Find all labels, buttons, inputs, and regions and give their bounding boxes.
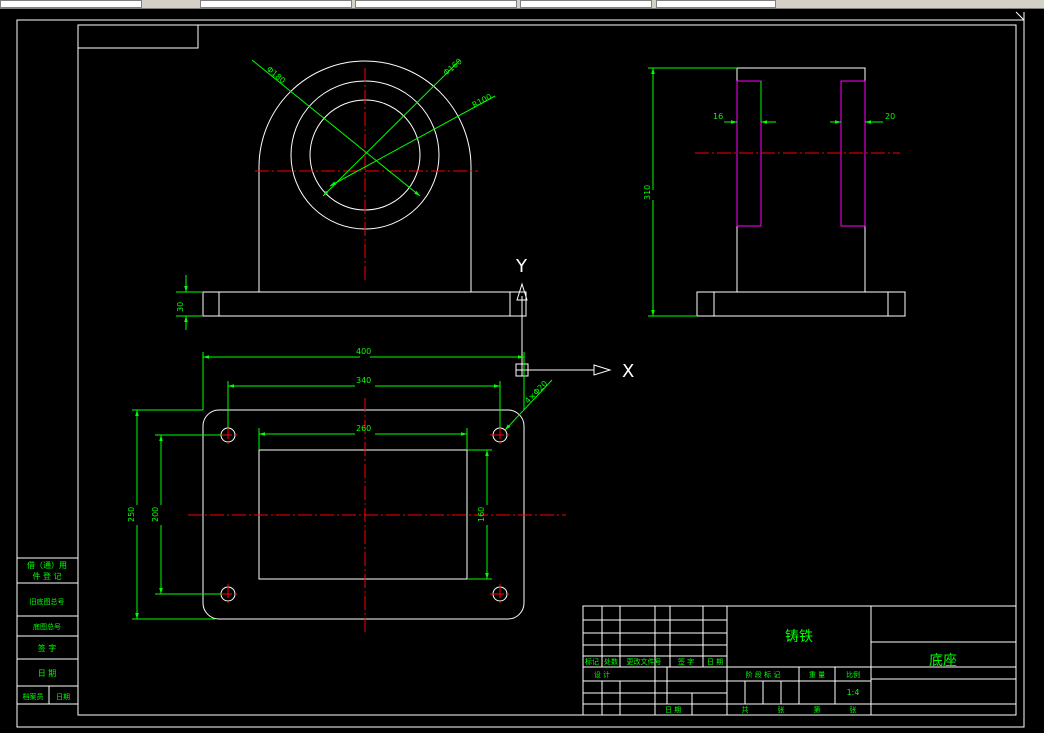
rev-header-docno: 更改文件号 bbox=[627, 657, 662, 666]
sheet-label: 第 bbox=[814, 705, 821, 714]
dim-width-total: 400 bbox=[356, 347, 371, 356]
left-row-5: 签 字 bbox=[38, 643, 57, 653]
top-dimension-lines bbox=[132, 352, 553, 620]
side-dimension-lines bbox=[648, 67, 883, 317]
left-row-1: 借（通）用 bbox=[27, 560, 67, 570]
front-base-plate bbox=[202, 291, 527, 317]
title-block: 铸铁 底座 标记 处数 更改文件号 签 字 日 期 设 计 阶 段 标 记 重 … bbox=[582, 605, 1017, 716]
dim-holes: 4×Φ20 bbox=[523, 379, 549, 405]
top-centerlines bbox=[188, 398, 566, 635]
dim-hole-vertical: 200 bbox=[151, 507, 160, 522]
left-record-table: 借（通）用 件 登 记 旧底图总号 底图总号 签 字 日 期 档案员 日期 bbox=[16, 557, 79, 705]
rev-header-count: 处数 bbox=[604, 657, 618, 666]
axis-y-label: Y bbox=[515, 256, 528, 277]
sheet-unit: 张 bbox=[778, 705, 785, 714]
front-view: Φ180 Φ160 R100 30 bbox=[176, 57, 527, 330]
side-base-plate bbox=[696, 291, 906, 317]
front-centerlines bbox=[255, 68, 478, 280]
ucs-axis-icon bbox=[515, 282, 612, 377]
dim-base-height: 30 bbox=[176, 302, 185, 312]
left-row-4: 底图总号 bbox=[33, 622, 61, 631]
dim-hole-spacing: 340 bbox=[356, 376, 371, 385]
weight-label: 重 量 bbox=[809, 671, 825, 679]
cad-drawing-canvas[interactable]: Φ180 Φ160 R100 30 310 16 2 bbox=[0, 9, 1044, 733]
side-body-outline bbox=[736, 67, 866, 293]
stage-label: 阶 段 标 记 bbox=[746, 670, 781, 679]
side-view: 310 16 20 bbox=[643, 67, 906, 317]
dim-r-arc: R100 bbox=[471, 92, 494, 110]
top-view: 400 340 260 250 200 160 4×Φ20 bbox=[127, 347, 566, 635]
title-part-name: 底座 bbox=[929, 653, 957, 669]
left-row-3: 旧底图总号 bbox=[30, 597, 65, 606]
dim-window-height: 160 bbox=[477, 507, 486, 522]
design-label: 设 计 bbox=[594, 670, 610, 679]
rev-header-mark: 标记 bbox=[585, 657, 599, 666]
dim-phi-mid: Φ160 bbox=[442, 57, 464, 78]
toolbar-field-3[interactable] bbox=[355, 0, 517, 8]
sheet-unit-2: 张 bbox=[850, 705, 857, 714]
rev-header-sign: 签 字 bbox=[678, 657, 694, 666]
dim-slot-right: 20 bbox=[885, 112, 895, 121]
dim-side-height: 310 bbox=[643, 185, 652, 200]
left-row-8: 日期 bbox=[56, 693, 70, 701]
left-row-7: 档案员 bbox=[23, 692, 44, 701]
total-label: 共 bbox=[742, 705, 749, 714]
dim-height-total: 250 bbox=[127, 507, 136, 522]
toolbar-field-1[interactable] bbox=[0, 0, 142, 8]
scale-label: 比例 bbox=[846, 670, 860, 679]
toolbar-field-5[interactable] bbox=[656, 0, 776, 8]
dim-slot-left: 16 bbox=[713, 112, 723, 121]
sheet-frame bbox=[16, 11, 1025, 728]
dim-window-width: 260 bbox=[356, 424, 371, 433]
toolbar-field-4[interactable] bbox=[520, 0, 652, 8]
dim-phi-outer: Φ180 bbox=[265, 65, 287, 86]
front-body-outline bbox=[258, 60, 472, 292]
date-label: 日 期 bbox=[665, 706, 681, 714]
toolbar-field-2[interactable] bbox=[200, 0, 352, 8]
left-row-2: 件 登 记 bbox=[32, 571, 61, 581]
scale-value: 1:4 bbox=[847, 688, 860, 697]
left-row-6: 日 期 bbox=[38, 669, 57, 678]
title-material: 铸铁 bbox=[785, 629, 813, 645]
toolbar-strip bbox=[0, 0, 1044, 9]
front-dimension-lines bbox=[176, 59, 496, 330]
axis-x-label: X bbox=[622, 361, 634, 382]
rev-header-date: 日 期 bbox=[707, 658, 723, 666]
